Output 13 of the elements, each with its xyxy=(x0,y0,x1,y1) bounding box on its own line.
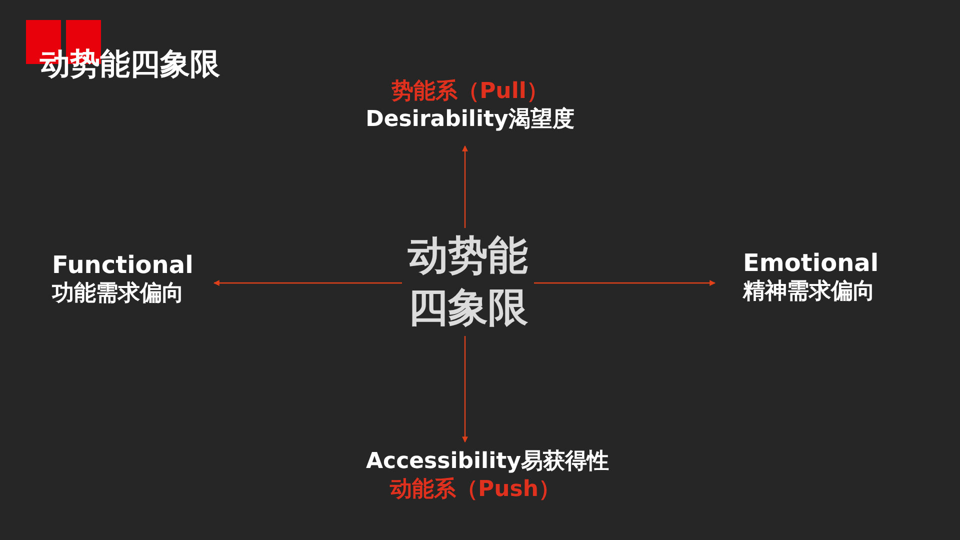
center-label: 动势能四象限 xyxy=(406,232,529,333)
axis-label: Accessibility易获得性 xyxy=(366,448,609,476)
axis-label: Emotional xyxy=(743,248,879,278)
arrow xyxy=(462,145,468,228)
axis-label: 精神需求偏向 xyxy=(743,278,875,306)
axis-label: 动能系（Push） xyxy=(390,476,561,503)
axis-label: 功能需求偏向 xyxy=(52,280,184,308)
arrow xyxy=(213,280,402,286)
axis-label: Functional xyxy=(52,250,194,280)
arrow xyxy=(462,336,468,443)
arrow xyxy=(534,280,716,286)
axis-label: 势能系（Pull） xyxy=(392,78,548,106)
axis-label: Desirability渴望度 xyxy=(366,106,574,133)
